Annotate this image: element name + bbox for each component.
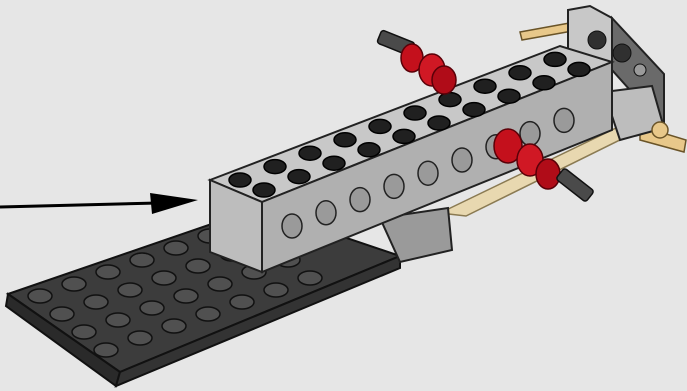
brick-stud — [287, 168, 311, 185]
technic-hole — [417, 160, 439, 186]
brick-stud — [438, 91, 462, 108]
technic-hole — [281, 213, 303, 239]
pointer-arrow-icon — [0, 193, 198, 214]
plate-stud — [83, 294, 109, 310]
technic-holes — [281, 107, 575, 239]
plate-stud — [127, 330, 153, 346]
plate-stud — [27, 288, 53, 304]
brick-stud — [462, 101, 486, 118]
brick-stud — [357, 142, 381, 158]
brick-stud — [427, 115, 451, 131]
support-wedge — [378, 206, 454, 264]
brick-stud — [263, 158, 287, 175]
plate-stud — [71, 324, 97, 340]
plate-stud — [207, 276, 233, 292]
brick-stud — [333, 132, 357, 148]
technic-hole — [451, 147, 473, 173]
plate-stud — [297, 270, 323, 286]
red-bush-axle-top — [376, 29, 457, 95]
plate-stud — [173, 288, 199, 304]
plate-stud — [95, 264, 121, 280]
plate-stud — [61, 276, 87, 292]
brick-stud — [298, 145, 322, 161]
technic-brick — [207, 44, 616, 274]
plate-stud — [117, 282, 143, 298]
plate-stud — [163, 240, 189, 256]
plate-stud — [195, 306, 221, 322]
technic-hole — [315, 200, 337, 226]
red-bush-axle-front — [493, 128, 594, 202]
plate-stud — [139, 300, 165, 316]
brick-stud — [543, 51, 567, 68]
plate-stud — [229, 294, 255, 310]
brick-stud — [532, 75, 556, 91]
plate-stud — [151, 270, 177, 286]
brick-stud — [508, 65, 532, 81]
brick-stud — [368, 118, 392, 135]
brick-stud — [322, 155, 346, 171]
brick-stud — [252, 182, 276, 198]
plate-stud — [129, 252, 155, 268]
technic-hole — [383, 173, 405, 200]
plate-stud — [263, 282, 289, 298]
technic-hole — [519, 120, 541, 147]
plate-stud — [105, 312, 131, 328]
brick-stud — [392, 128, 416, 145]
brick-stud — [567, 61, 591, 78]
plate-stud — [93, 342, 119, 358]
brick-stud — [228, 172, 252, 188]
technic-hole — [349, 186, 371, 213]
brick-stud — [403, 105, 427, 121]
brick-stud — [473, 78, 497, 94]
plate-stud — [49, 306, 75, 322]
plate-stud — [161, 318, 187, 334]
technic-hole — [553, 107, 575, 134]
brick-stud — [497, 88, 521, 104]
plate-stud — [185, 258, 211, 274]
